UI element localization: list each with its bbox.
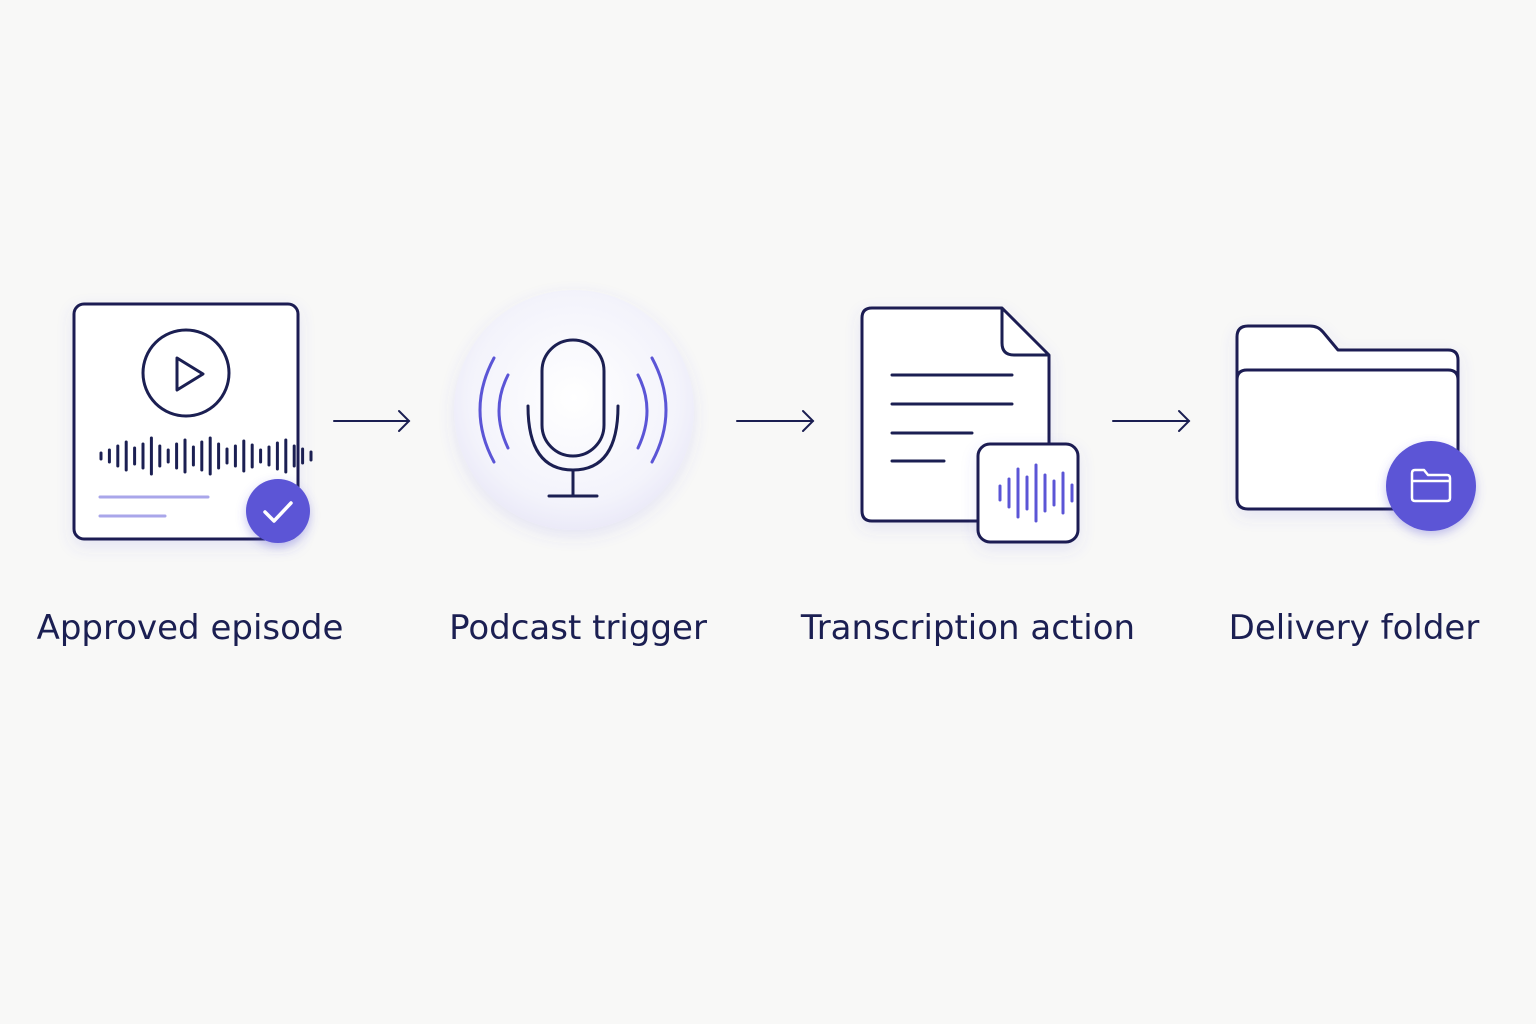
step-label-delivery-folder: Delivery folder	[1228, 608, 1480, 648]
check-icon	[263, 501, 293, 523]
waveform-icon	[998, 463, 1074, 523]
waveform-icon	[99, 436, 313, 476]
folder-icon	[1410, 468, 1452, 503]
step-delivery-folder	[1235, 324, 1476, 531]
step-label-podcast-trigger: Podcast trigger	[449, 608, 707, 648]
check-badge	[246, 479, 310, 543]
arrow-right-icon	[1112, 410, 1191, 432]
step-podcast-trigger	[454, 290, 694, 530]
text-lines	[98, 495, 210, 518]
step-label-approved-episode: Approved episode	[36, 608, 344, 648]
audio-badge	[976, 442, 1080, 544]
arrow-right-icon	[333, 410, 411, 432]
step-label-transcription-action: Transcription action	[800, 608, 1136, 648]
arrow-right-icon	[736, 410, 815, 432]
sound-waves-icon	[478, 356, 668, 464]
audio-card-icon	[72, 302, 313, 541]
step-approved-episode	[72, 302, 313, 543]
microphone-icon	[526, 338, 620, 498]
step-transcription-action	[860, 306, 1080, 544]
play-icon	[141, 328, 231, 418]
folder-badge	[1386, 441, 1476, 531]
